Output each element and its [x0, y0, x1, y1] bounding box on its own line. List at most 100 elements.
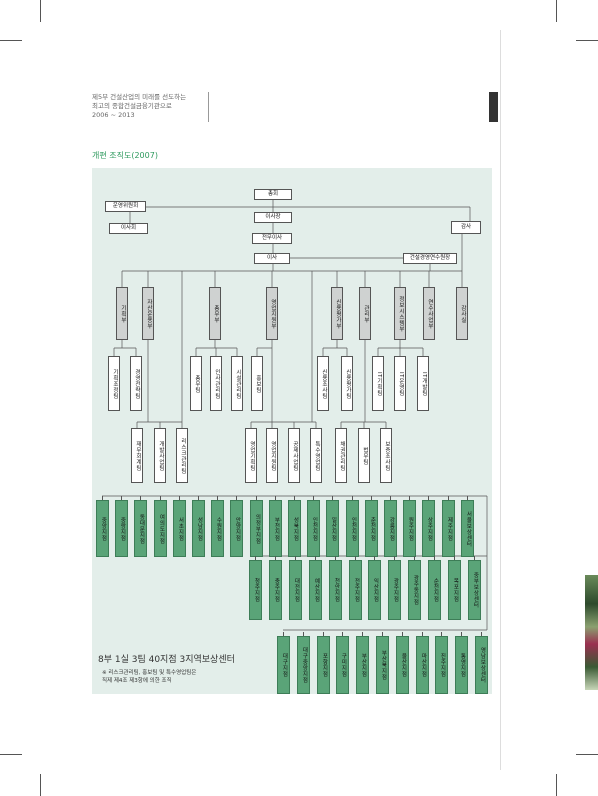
department-box: 영업지원부 [266, 287, 278, 340]
department-box: 정보시스템부 [394, 287, 406, 340]
branch-connector [283, 632, 284, 636]
footnote-line: 직제 제4조 제3항에 의한 조직 [102, 678, 172, 684]
branch-connector [422, 632, 423, 636]
trustee-box: 이사 [254, 253, 290, 264]
branch-connector [335, 556, 336, 560]
branch-box: 상주지점 [422, 500, 435, 557]
team-box: 인사관리팀 [210, 356, 222, 411]
branch-connector [467, 496, 468, 500]
branch-box: 구미지점 [336, 636, 349, 694]
team-box: 채권관리팀 [335, 428, 347, 483]
team-box: 리스크관리팀 [176, 428, 188, 483]
training-director-box: 건설경영연수원장 [403, 253, 457, 264]
branch-connector [315, 556, 316, 560]
header-line: 최고의 종합건설금융기관으로 [92, 102, 172, 110]
branch-box: 전주지점 [349, 560, 362, 620]
branch-box: 일산지점 [326, 500, 339, 557]
branch-box: 부산지점 [356, 636, 369, 694]
branch-connector [390, 496, 391, 500]
branch-connector [217, 496, 218, 500]
branch-box: 예산지점 [309, 560, 322, 620]
branch-box: 영남보상센터 [475, 636, 488, 694]
branch-connector [303, 632, 304, 636]
branch-box: 충주지점 [269, 560, 282, 620]
branch-box: 의정부지점 [250, 500, 263, 557]
branch-box: 익산지점 [368, 560, 381, 620]
team-box: IT운영팀 [394, 356, 406, 411]
crop-mark [0, 754, 22, 755]
header-line: 2006 ~ 2013 [92, 111, 135, 119]
branch-connector [313, 496, 314, 500]
branch-connector [448, 496, 449, 500]
branch-connector [295, 556, 296, 560]
branch-connector [409, 496, 410, 500]
team-box: 신용평가팀 [341, 356, 353, 411]
branch-box: 안양지점 [230, 500, 243, 557]
branch-connector [394, 556, 395, 560]
branch-connector [428, 496, 429, 500]
footnote: ※ 리스크관리팀, 홍보팀 및 특수영업팀은 직제 제4조 제3항에 의한 조직 [102, 669, 196, 685]
team-box: 재무회계팀 [131, 428, 143, 483]
branch-box: 여의도지점 [154, 500, 167, 557]
branch-connector [121, 496, 122, 500]
branch-connector [294, 496, 295, 500]
team-box: 특수영업팀 [310, 428, 322, 483]
branch-connector [355, 556, 356, 560]
footnote-line: ※ 리스크관리팀, 홍보팀 및 특수영업팀은 [102, 670, 197, 676]
team-box: IT기획팀 [372, 356, 384, 411]
department-box: 연수사업부 [423, 287, 435, 340]
branch-connector [332, 496, 333, 500]
branch-box: 통영지점 [455, 636, 468, 694]
branch-connector [414, 556, 415, 560]
branch-connector [352, 496, 353, 500]
crop-mark [0, 40, 22, 41]
figure-caption: 개편 조직도(2007) [92, 151, 158, 160]
branch-box: 대전지점 [289, 560, 302, 620]
branch-connector [140, 496, 141, 500]
team-box: 시설관리팀 [231, 356, 243, 411]
branch-box: 강릉지점 [384, 500, 397, 557]
branch-box: 천안지점 [329, 560, 342, 620]
branch-box: 진주지점 [435, 636, 448, 694]
department-box: 신용평가부 [331, 287, 343, 340]
board-box: 이사회 [109, 223, 148, 234]
branch-box: 대구중앙지점 [297, 636, 310, 694]
branch-connector [255, 556, 256, 560]
general-meeting-box: 총회 [254, 189, 292, 200]
steering-committee-box: 운영위원회 [105, 201, 146, 212]
department-box: 관리부 [359, 287, 371, 340]
crop-mark [576, 40, 598, 41]
branch-box: 서울보상센터 [461, 500, 474, 557]
team-box: 총무팀 [190, 356, 202, 411]
branch-connector [102, 496, 103, 500]
branch-box: 성북지점 [288, 500, 301, 557]
branch-connector [461, 632, 462, 636]
page-gutter-line [500, 30, 501, 770]
branch-box: 중앙지점 [96, 500, 109, 557]
chapter-tab [489, 92, 498, 122]
branch-connector [198, 496, 199, 500]
team-box: 신용조사팀 [317, 356, 329, 411]
department-box: 자산운용부 [142, 287, 154, 340]
org-summary: 8부 1실 3팀 40지점 3지역보상센터 [98, 655, 235, 665]
branch-connector [454, 556, 455, 560]
team-box: 홍보팀 [251, 356, 263, 411]
crop-mark [40, 774, 41, 796]
branch-box: 울산지점 [396, 636, 409, 694]
branch-connector [160, 496, 161, 500]
branch-box: 포항지점 [317, 636, 330, 694]
branch-connector [256, 496, 257, 500]
branch-box: 광주동지점 [408, 560, 421, 620]
branch-connector [374, 556, 375, 560]
branch-box: 인천지점 [307, 500, 320, 557]
branch-connector [362, 632, 363, 636]
branch-connector [342, 632, 343, 636]
branch-connector [402, 632, 403, 636]
branch-connector [481, 632, 482, 636]
branch-connector [441, 632, 442, 636]
chair-director-box: 이사장 [254, 212, 292, 223]
auditor-box: 감사 [451, 221, 481, 234]
crop-mark [556, 774, 557, 796]
team-box: 개발사업팀 [154, 428, 166, 483]
branch-box: 부천지점 [269, 500, 282, 557]
